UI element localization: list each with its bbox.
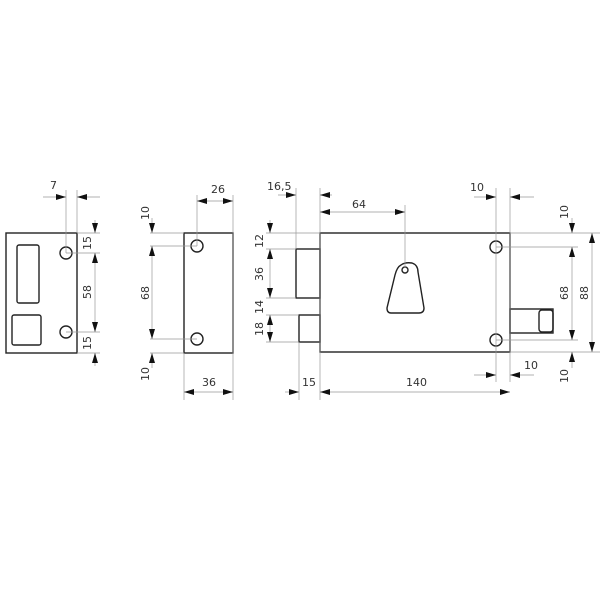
strike-plate-slot bbox=[16, 244, 40, 304]
dim-label: 16,5 bbox=[267, 180, 292, 193]
latch-bolt bbox=[298, 314, 321, 343]
dim-label: 10 bbox=[139, 206, 152, 220]
dim-label: 14 bbox=[253, 300, 266, 314]
dim-label: 18 bbox=[253, 322, 266, 336]
dim-label: 36 bbox=[253, 267, 266, 281]
keyhole-escutcheon bbox=[386, 262, 425, 314]
dim-label: 7 bbox=[50, 179, 57, 192]
dim-label: 15 bbox=[81, 336, 94, 350]
dim-label: 10 bbox=[524, 359, 538, 372]
dim-label: 140 bbox=[406, 376, 427, 389]
dim-label: 10 bbox=[558, 205, 571, 219]
lock-body-view: 16,5 64 10 12 36 14 18 10 68 10 88 15 14… bbox=[253, 180, 600, 400]
dim-label: 12 bbox=[253, 234, 266, 248]
dim-label: 68 bbox=[139, 286, 152, 300]
dim-label: 26 bbox=[211, 183, 225, 196]
dim-label: 10 bbox=[470, 181, 484, 194]
strike-plate-view: 7 15 58 15 bbox=[5, 179, 100, 366]
strike-plate-outline bbox=[5, 232, 78, 354]
dim-label: 64 bbox=[352, 198, 366, 211]
strike-plate-slot bbox=[11, 314, 42, 346]
lock-case-outline bbox=[319, 232, 511, 353]
dim-label: 36 bbox=[202, 376, 216, 389]
dim-label: 10 bbox=[558, 369, 571, 383]
dim-label: 10 bbox=[139, 367, 152, 381]
dim-label: 68 bbox=[558, 286, 571, 300]
deadbolt bbox=[295, 248, 321, 299]
dim-label: 88 bbox=[578, 286, 591, 300]
keeper-view: 26 10 68 10 36 bbox=[139, 183, 234, 400]
side-bolt-head bbox=[538, 309, 554, 333]
dim-label: 15 bbox=[81, 236, 94, 250]
dim-label: 58 bbox=[81, 285, 94, 299]
side-bolt bbox=[509, 308, 554, 334]
dim-label: 15 bbox=[302, 376, 316, 389]
keeper-outline bbox=[183, 232, 234, 354]
